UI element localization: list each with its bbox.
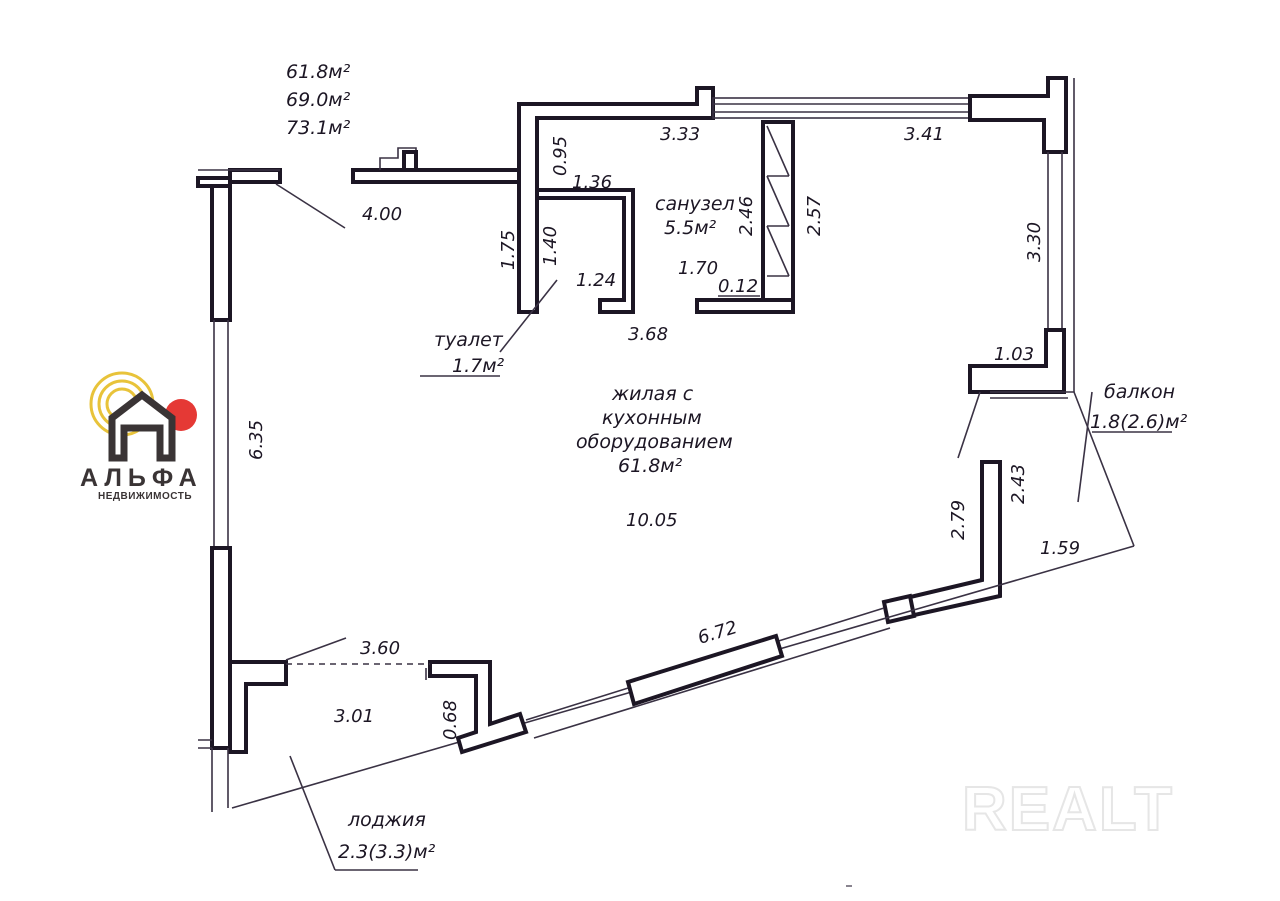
dim-label: 0.12 [718,276,758,297]
dim-label: 1.75 [498,230,519,270]
dim-label: 0.95 [550,136,571,176]
dim-label: 3.68 [628,324,668,345]
living-area-total: 61.8м² [286,61,351,83]
dim-label: 6.35 [246,420,267,460]
dim-label: 2.79 [948,500,969,540]
bathroom-name: санузел [655,193,735,215]
dim-label: 1.36 [572,172,612,193]
toilet-area: 1.7м² [452,355,505,377]
dim-label: 2.46 [736,196,757,236]
balcony-area: 1.8(2.6)м² [1090,411,1188,433]
logo-house-icon [108,390,176,462]
loggia-area: 2.3(3.3)м² [338,841,436,863]
dim-label: 10.05 [626,510,678,531]
main-room-area: 61.8м² [618,455,683,477]
realt-watermark: REALT [962,775,1174,844]
balcony-name: балкон [1104,381,1175,403]
dimension-labels: 4.00 3.33 3.41 0.95 1.36 1.75 1.40 1.24 … [246,124,1080,740]
area-with-balconies: 73.1м² [286,117,351,139]
main-room-line1: жилая с [611,383,694,405]
total-area: 69.0м² [286,89,351,111]
dim-label: 4.00 [362,204,402,225]
dim-label: 2.57 [804,195,825,236]
dim-label: 2.43 [1008,464,1029,504]
dim-label: 0.68 [440,700,461,740]
dim-label: 1.59 [1040,538,1080,559]
dim-label: 1.40 [540,226,561,266]
main-room-line3: оборудованием [576,431,733,453]
dim-label: 3.01 [334,706,374,727]
dim-label: 3.33 [660,124,700,145]
leader-lines [275,183,1172,871]
main-room-line2: кухонным [602,407,702,429]
alfa-logo: АЛЬФА НЕДВИЖИМОСТЬ [80,371,203,502]
bathroom-area: 5.5м² [664,217,717,239]
dim-label: 1.70 [678,258,718,279]
dim-label: 6.72 [695,617,739,649]
toilet-name: туалет [434,329,504,351]
walls [196,76,1135,812]
dim-label: 3.41 [904,124,944,145]
logo-subtitle: НЕДВИЖИМОСТЬ [98,491,192,502]
dim-label: 1.24 [576,270,616,291]
dim-label: 3.60 [360,638,400,659]
dim-label: 3.30 [1024,222,1045,262]
logo-name: АЛЬФА [80,464,203,492]
dim-label: 1.03 [994,344,1034,365]
loggia-name: лоджия [347,809,426,831]
